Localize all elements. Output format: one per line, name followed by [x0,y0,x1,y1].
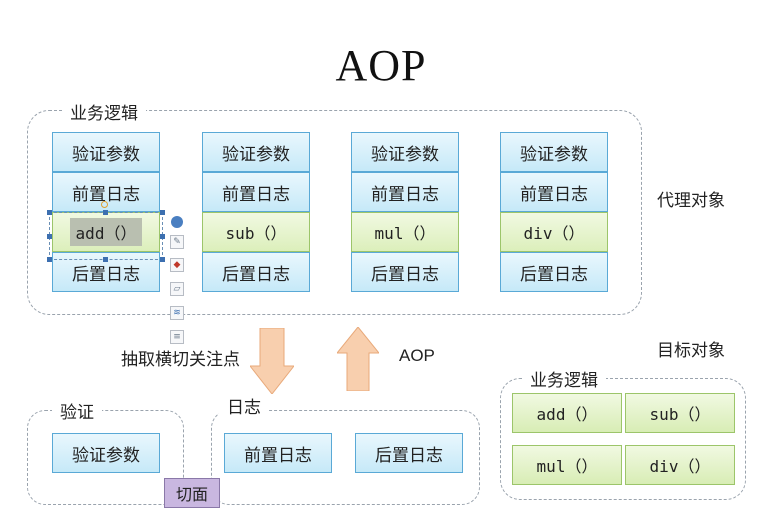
sub-method-cell[interactable]: sub（） [202,212,310,252]
validate-param-cell: 验证参数 [202,132,310,172]
selection-handle[interactable] [160,257,165,262]
post-log-cell: 后置日志 [202,252,310,292]
selection-handle[interactable] [103,257,108,262]
validation-group-label: 验证 [52,398,102,423]
post-log-cell: 后置日志 [500,252,608,292]
selection-handle[interactable] [160,234,165,239]
outline-icon[interactable]: ▱ [170,282,184,296]
add-method-cell[interactable]: add（） [512,393,622,433]
validate-param-cell: 验证参数 [500,132,608,172]
div-method-cell[interactable]: div（） [625,445,735,485]
diagram-title: AOP [335,41,427,90]
selection-handle[interactable] [47,257,52,262]
proxy-column-mul: 验证参数 前置日志 mul（） 后置日志 [351,132,459,292]
pre-log-cell: 前置日志 [224,433,332,473]
fill-color-icon[interactable]: ◆ [170,258,184,272]
validate-param-cell: 验证参数 [52,132,160,172]
selection-frame [49,212,163,260]
pre-log-cell: 前置日志 [202,172,310,212]
aop-up-arrow [337,327,379,391]
target-business-group [500,378,746,500]
selection-handle[interactable] [47,234,52,239]
div-method-cell[interactable]: div（） [500,212,608,252]
edit-shape-icon[interactable]: ✎ [170,235,184,249]
log-group-label: 日志 [219,393,269,418]
proxy-column-div: 验证参数 前置日志 div（） 后置日志 [500,132,608,292]
pre-log-cell: 前置日志 [500,172,608,212]
mul-method-cell[interactable]: mul（） [512,445,622,485]
aop-arrow-label: AOP [399,346,435,365]
target-object-label: 目标对象 [657,341,725,361]
collapse-toolbar-icon[interactable] [171,216,183,228]
proxy-business-group-label: 业务逻辑 [62,99,146,124]
extract-down-arrow [250,328,294,394]
validate-param-cell: 验证参数 [351,132,459,172]
validation-group [27,410,184,505]
layers-icon[interactable]: ≋ [170,306,184,320]
post-log-cell: 后置日志 [355,433,463,473]
selection-handle[interactable] [160,210,165,215]
proxy-business-group [27,110,642,315]
aspect-label: 切面 [164,478,220,508]
target-business-group-label: 业务逻辑 [522,366,606,391]
sub-method-cell[interactable]: sub（） [625,393,735,433]
proxy-object-label: 代理对象 [657,191,725,211]
selection-handle[interactable] [103,210,108,215]
add-method-cell[interactable]: add（） [52,212,160,252]
add-method-label: add（） [69,218,143,246]
align-icon[interactable]: ≡ [170,330,184,344]
log-group [211,410,480,505]
post-log-cell: 后置日志 [351,252,459,292]
rotate-handle-icon[interactable] [101,201,108,208]
proxy-column-sub: 验证参数 前置日志 sub（） 后置日志 [202,132,310,292]
mul-method-cell[interactable]: mul（） [351,212,459,252]
selection-handle[interactable] [47,210,52,215]
extract-crosscutting-label: 抽取横切关注点 [121,350,240,370]
validate-param-cell: 验证参数 [52,433,160,473]
pre-log-cell: 前置日志 [351,172,459,212]
